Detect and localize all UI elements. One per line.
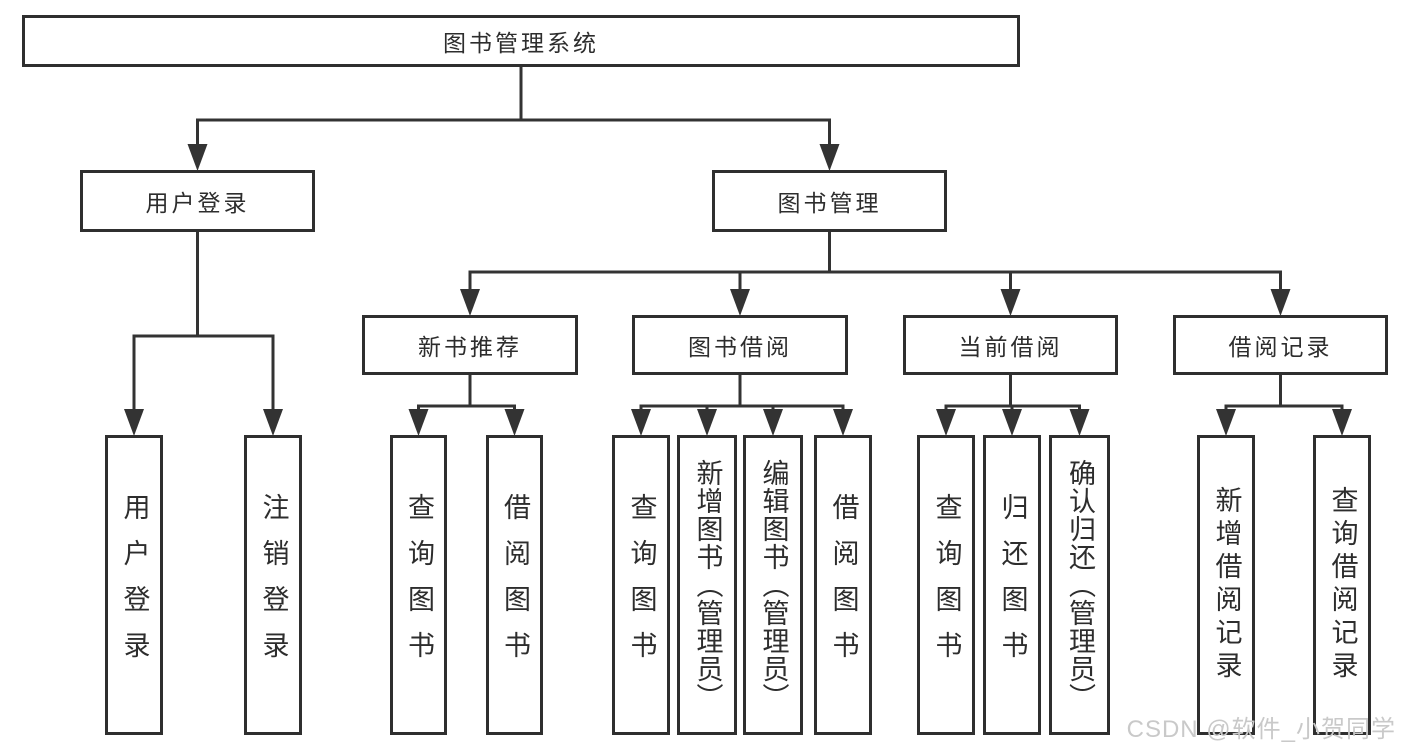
node-book-borrowing: 图书借阅 bbox=[632, 315, 848, 375]
arrowhead-down-icon bbox=[263, 409, 283, 436]
node-query-books: 查询图书 bbox=[917, 435, 975, 735]
node-label-borrow-books: 借阅图书 bbox=[828, 493, 859, 677]
node-logout: 注销登录 bbox=[244, 435, 302, 735]
arrowhead-down-icon bbox=[460, 289, 480, 316]
arrowhead-down-icon bbox=[504, 409, 525, 436]
node-label-confirm-return-admin: 确认归还（管理员） bbox=[1065, 459, 1095, 711]
connector-borrow-records bbox=[1216, 371, 1352, 436]
connector-book-borrowing bbox=[631, 371, 853, 436]
node-query-borrow-record: 查询借阅记录 bbox=[1313, 435, 1371, 735]
connector-book-management bbox=[460, 228, 1291, 316]
connector-library-management-system bbox=[187, 63, 840, 171]
watermark: CSDN @软件_小贺同学 bbox=[1126, 716, 1396, 743]
node-book-management: 图书管理 bbox=[712, 170, 947, 232]
arrowhead-down-icon bbox=[730, 289, 750, 316]
arrowhead-down-icon bbox=[833, 409, 853, 436]
node-confirm-return-admin: 确认归还（管理员） bbox=[1049, 435, 1110, 735]
arrowhead-down-icon bbox=[631, 409, 651, 436]
node-label-edit-books-admin: 编辑图书（管理员） bbox=[758, 459, 789, 711]
node-label-query-books: 查询图书 bbox=[931, 493, 962, 677]
node-label-book-borrowing: 图书借阅 bbox=[688, 334, 792, 360]
arrowhead-down-icon bbox=[1332, 409, 1352, 436]
node-label-query-books: 查询图书 bbox=[404, 493, 434, 677]
node-label-user-login-module: 用户登录 bbox=[145, 190, 250, 216]
arrowhead-down-icon bbox=[936, 409, 956, 436]
node-add-borrow-record: 新增借阅记录 bbox=[1197, 435, 1255, 735]
node-label-return-books: 归还图书 bbox=[997, 493, 1028, 677]
node-borrow-books: 借阅图书 bbox=[486, 435, 543, 735]
arrowhead-down-icon bbox=[124, 409, 144, 436]
node-label-library-management-system: 图书管理系统 bbox=[443, 30, 599, 56]
node-label-query-books: 查询图书 bbox=[626, 493, 657, 677]
arrowhead-down-icon bbox=[697, 409, 717, 436]
node-add-books-admin: 新增图书（管理员） bbox=[677, 435, 737, 735]
arrowhead-down-icon bbox=[1069, 409, 1090, 436]
node-label-current-borrowing: 当前借阅 bbox=[958, 334, 1063, 360]
arrowhead-down-icon bbox=[408, 409, 429, 436]
node-borrow-books: 借阅图书 bbox=[814, 435, 872, 735]
node-query-books: 查询图书 bbox=[612, 435, 670, 735]
arrowhead-down-icon bbox=[1270, 289, 1291, 316]
arrowhead-down-icon bbox=[1216, 409, 1236, 436]
node-user-login: 用户登录 bbox=[105, 435, 163, 735]
node-library-management-system: 图书管理系统 bbox=[22, 15, 1020, 67]
node-new-book-recommend: 新书推荐 bbox=[362, 315, 578, 375]
node-return-books: 归还图书 bbox=[983, 435, 1041, 735]
node-label-logout: 注销登录 bbox=[258, 493, 289, 677]
node-label-query-borrow-record: 查询借阅记录 bbox=[1327, 486, 1358, 684]
node-label-add-borrow-record: 新增借阅记录 bbox=[1211, 486, 1242, 684]
connector-new-book-recommend bbox=[408, 371, 525, 436]
node-label-new-book-recommend: 新书推荐 bbox=[418, 334, 522, 360]
arrowhead-down-icon bbox=[819, 144, 840, 171]
arrowhead-down-icon bbox=[187, 144, 208, 171]
connector-user-login-module bbox=[124, 228, 283, 436]
connector-current-borrowing bbox=[936, 371, 1090, 436]
node-borrow-records: 借阅记录 bbox=[1173, 315, 1388, 375]
node-label-user-login: 用户登录 bbox=[119, 493, 150, 677]
arrowhead-down-icon bbox=[1000, 289, 1021, 316]
node-label-borrow-records: 借阅记录 bbox=[1228, 334, 1333, 360]
node-label-book-management: 图书管理 bbox=[777, 190, 882, 216]
arrowhead-down-icon bbox=[1002, 409, 1022, 436]
node-edit-books-admin: 编辑图书（管理员） bbox=[743, 435, 803, 735]
node-user-login-module: 用户登录 bbox=[80, 170, 315, 232]
node-label-add-books-admin: 新增图书（管理员） bbox=[692, 459, 723, 711]
node-label-borrow-books: 借阅图书 bbox=[500, 493, 530, 677]
arrowhead-down-icon bbox=[763, 409, 783, 436]
node-query-books: 查询图书 bbox=[390, 435, 447, 735]
node-current-borrowing: 当前借阅 bbox=[903, 315, 1118, 375]
